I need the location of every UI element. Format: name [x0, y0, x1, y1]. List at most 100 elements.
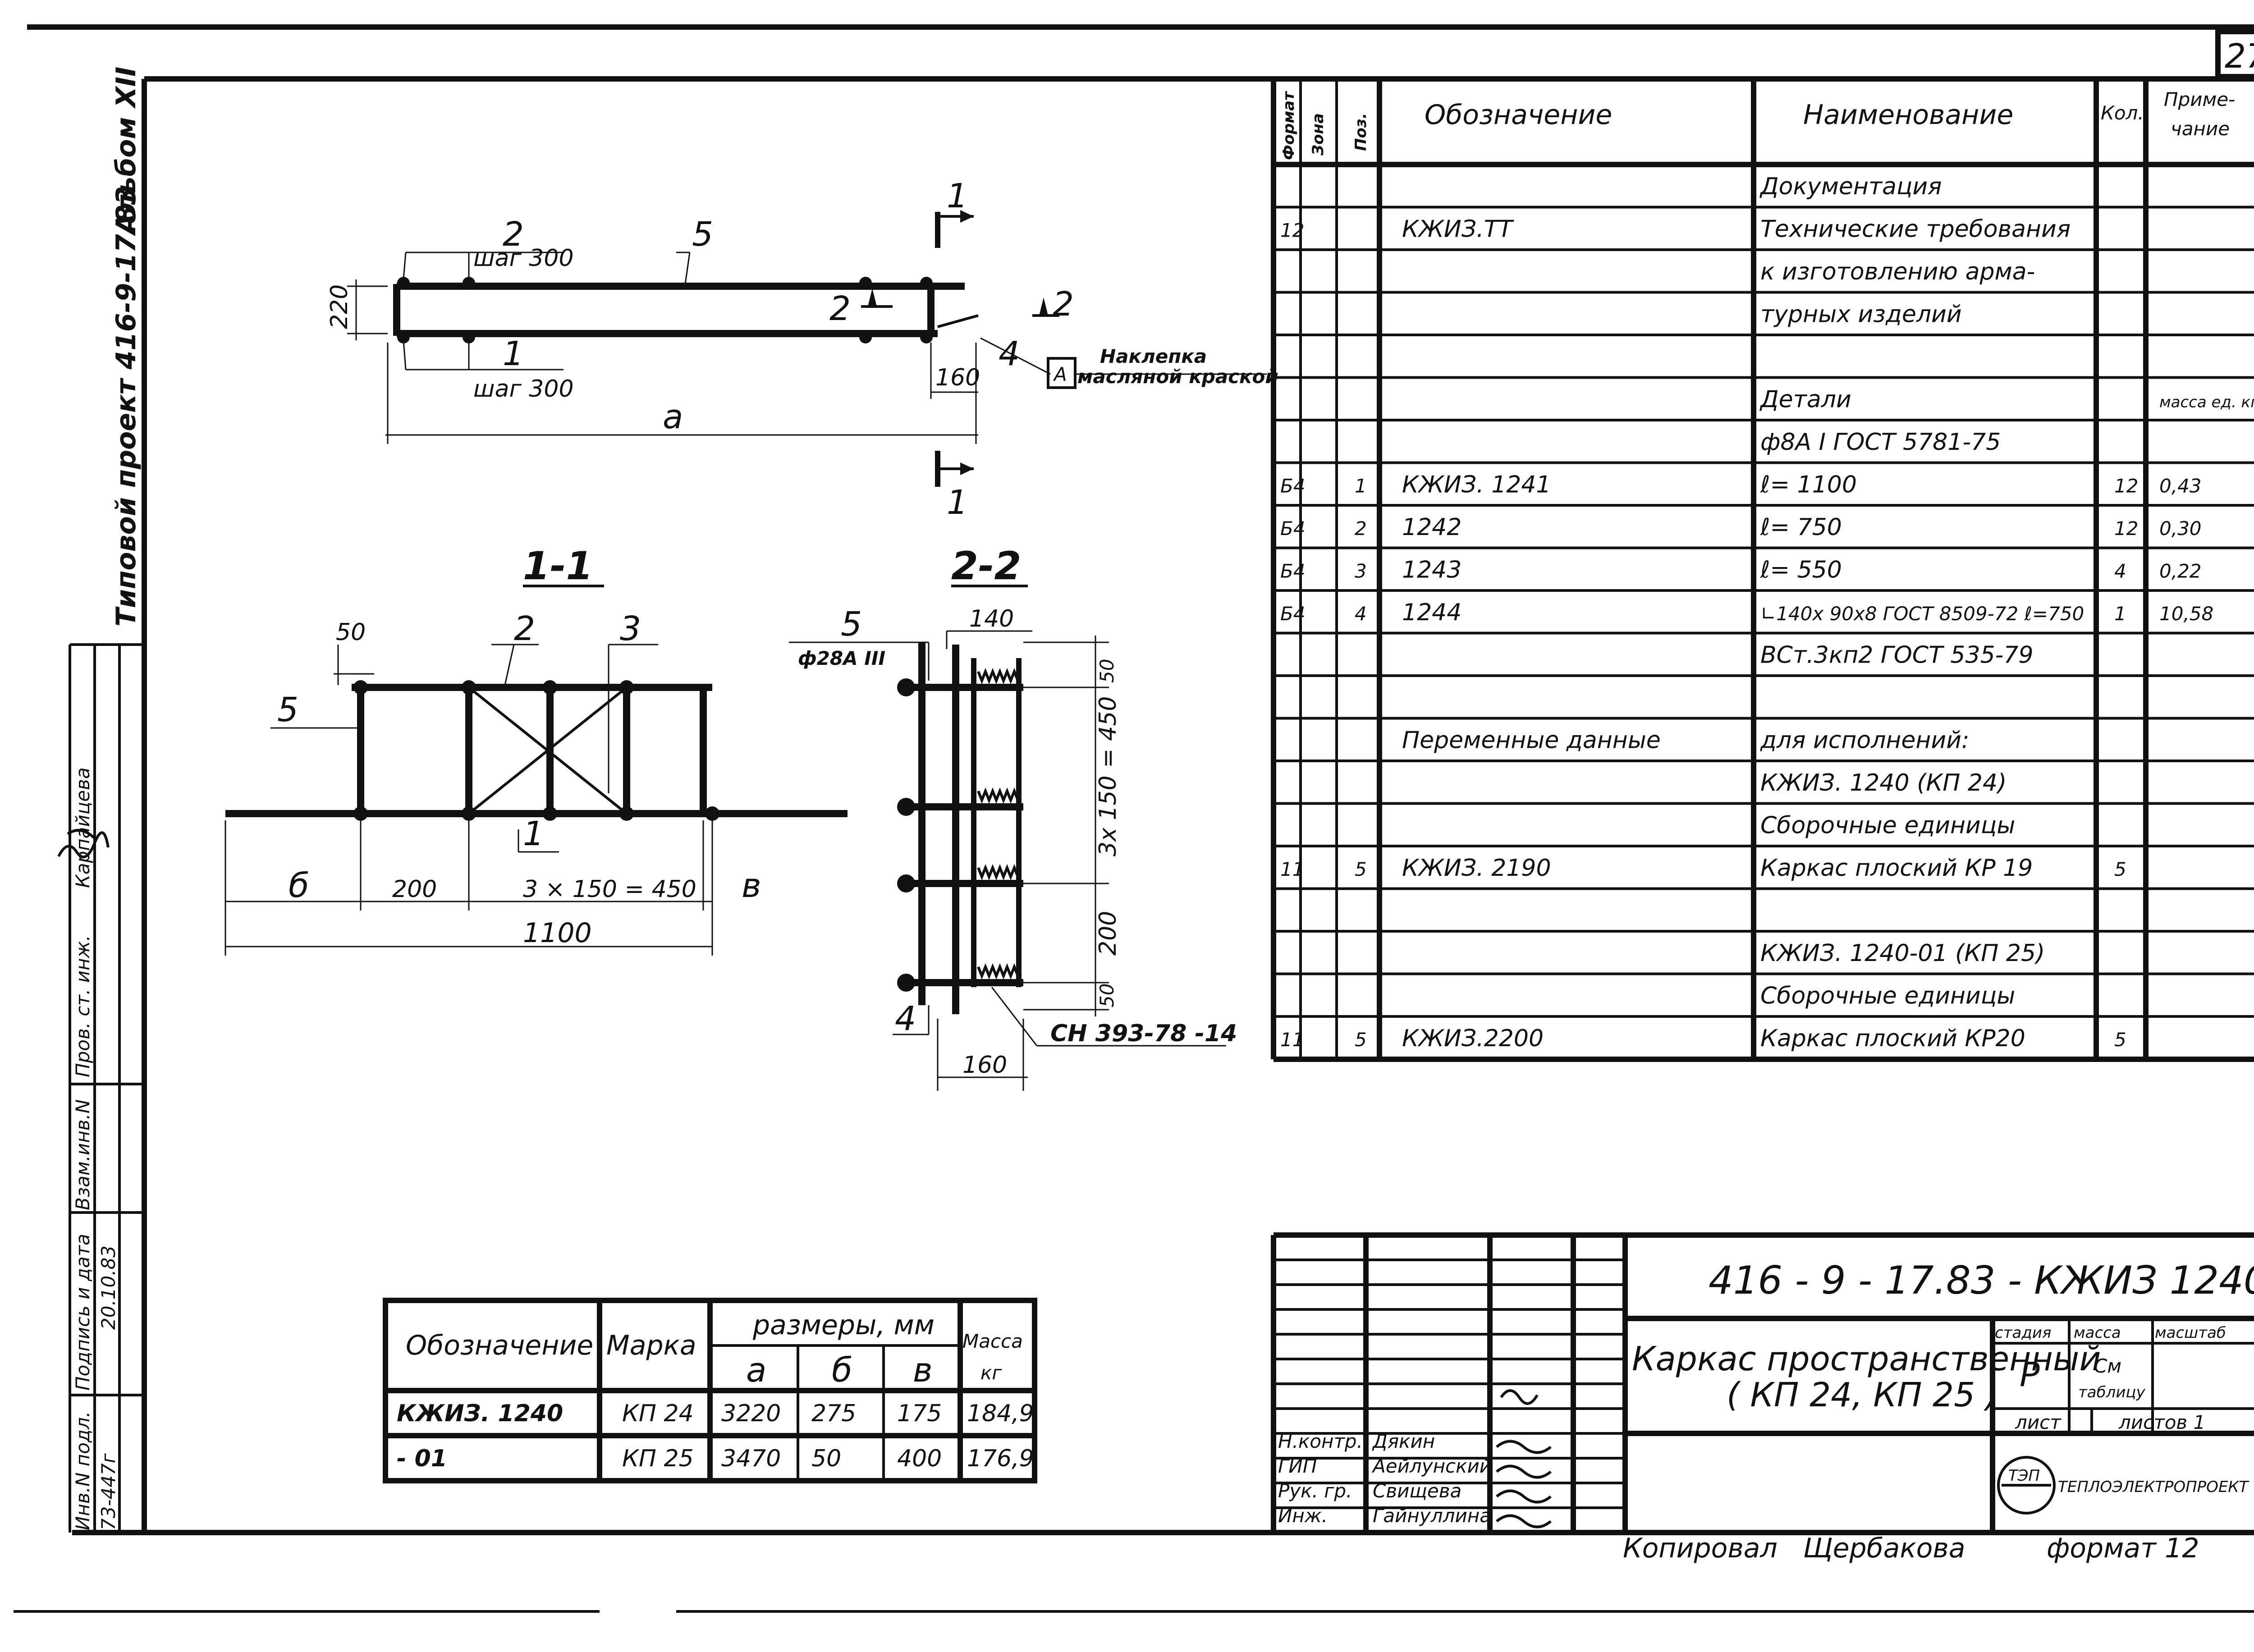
tb-stage: Р — [2020, 1355, 2040, 1394]
plan-step-top: шаг 300 — [473, 245, 574, 272]
dims-cell-mass: 184,9 — [967, 1400, 1034, 1427]
spec-cell-designation: КЖИЗ. 2190 — [1402, 855, 1551, 882]
plan-label-1: 1 — [503, 334, 524, 373]
tb-role: Н.контр. — [1278, 1430, 1363, 1452]
s11-dim-b: б — [289, 866, 309, 905]
s22-label-ref: СН 393-78 -14 — [1050, 1020, 1237, 1047]
tb-code: 416 - 9 - 17.83 - КЖИЗ 1240 — [1709, 1258, 2254, 1303]
plan-dim-160: 160 — [935, 364, 980, 391]
spec-cell-designation: 1243 — [1402, 557, 1461, 584]
spec-h-designation: Обозначение — [1425, 99, 1612, 131]
dims-cell-mark: КП 24 — [622, 1400, 694, 1427]
spec-h-pos: Поз. — [1352, 113, 1370, 151]
side-karpaitseva: Карпайцева — [72, 767, 94, 888]
tb-role-name: Гайнуллина — [1373, 1505, 1491, 1527]
plan-label-A: А — [1053, 363, 1067, 385]
tb-signatures — [1496, 1389, 1552, 1528]
dims-cell-mass: 176,9 — [967, 1445, 1034, 1472]
plan-section-mark-1b: 1 — [947, 483, 968, 522]
section-2-2-title: 2-2 — [951, 544, 1021, 589]
side-inv-podl: Инв.N подл. — [72, 1411, 94, 1530]
spec-h-name: Наименование — [1803, 99, 2013, 131]
spec-cell-pos: 5 — [1355, 1029, 1367, 1051]
plan-step-bot: шаг 300 — [473, 375, 574, 403]
section-1-1 — [224, 585, 848, 956]
spec-cell-designation: КЖИЗ.2200 — [1402, 1025, 1544, 1052]
spec-cell-pos: 2 — [1355, 517, 1367, 540]
spec-h-note-1: Приме- — [2164, 88, 2235, 110]
s22-label-4: 4 — [895, 999, 916, 1038]
dims-cell-designation: КЖИЗ. 1240 — [397, 1400, 563, 1427]
side-album: Альбом XII — [110, 67, 142, 236]
spec-cell-name: Сборочные единицы — [1760, 812, 2015, 839]
footer-copied: Копировал — [1623, 1533, 1778, 1564]
spec-cell-qty: 5 — [2114, 1029, 2126, 1051]
spec-cell-format: 11 — [1280, 1029, 1304, 1051]
dims-cell-b: 50 — [811, 1445, 841, 1472]
s11-dim-50: 50 — [336, 619, 366, 646]
dims-cell-v: 400 — [897, 1445, 942, 1472]
tb-sheets: листов 1 — [2118, 1411, 2205, 1433]
tb-role-name: Дякин — [1372, 1430, 1435, 1452]
spec-cell-name: Технические требования — [1760, 216, 2071, 243]
dims-cell-b: 275 — [811, 1400, 856, 1427]
s22-label-rod: ф28А III — [798, 647, 885, 669]
plan-dim-220: 220 — [326, 284, 353, 329]
footer-format: формат 12 — [2047, 1533, 2199, 1564]
tb-role-name: Аейлунский — [1371, 1455, 1492, 1477]
s22-dim-450: 3х 150 = 450 — [1095, 696, 1122, 856]
spec-cell-name: ф8А I ГОСТ 5781-75 — [1760, 429, 2001, 456]
spec-cell-pos: 4 — [1355, 603, 1367, 625]
s11-label-2: 2 — [514, 609, 535, 648]
spec-cell-format: Б4 — [1280, 560, 1306, 582]
s11-label-1: 1 — [523, 815, 544, 853]
side-vzam-inv: Взам.инв.N — [72, 1099, 94, 1210]
spec-cell-name: для исполнений: — [1760, 727, 1970, 754]
spec-cell-designation: КЖИЗ.ТТ — [1402, 216, 1514, 243]
spec-cell-qty: 1 — [2114, 603, 2126, 625]
spec-cell-qty: 12 — [2114, 475, 2138, 497]
spec-cell-note: масса ед. кг — [2159, 394, 2254, 412]
dims-cell-a: 3470 — [721, 1445, 781, 1472]
dims-cell-a: 3220 — [721, 1400, 781, 1427]
tb-role: ГИП — [1278, 1455, 1317, 1477]
spec-cell-note: 0,22 — [2159, 560, 2202, 582]
section-1-1-title: 1-1 — [523, 544, 593, 589]
spec-cell-note: 0,30 — [2159, 517, 2202, 540]
dims-h-sizes: размеры, мм — [752, 1309, 935, 1341]
plan-label-5: 5 — [692, 215, 713, 254]
plan-section-mark-1a: 1 — [947, 177, 968, 215]
spec-cell-format: Б4 — [1280, 603, 1306, 625]
s22-dim-140: 140 — [969, 605, 1014, 632]
dims-h-v: в — [913, 1351, 933, 1390]
dims-cell-v: 175 — [897, 1400, 942, 1427]
spec-cell-name: ℓ= 750 — [1760, 514, 1842, 541]
spec-cell-qty: 12 — [2114, 517, 2138, 540]
spec-cell-name: КЖИЗ. 1240 (КП 24) — [1760, 769, 2007, 796]
spec-cell-qty: 4 — [2114, 560, 2126, 582]
spec-cell-format: 12 — [1280, 220, 1304, 242]
spec-cell-qty: 5 — [2114, 858, 2126, 880]
tb-role-name: Свищева — [1373, 1480, 1461, 1502]
spec-row-lines — [1274, 206, 2254, 1061]
spec-cell-pos: 3 — [1355, 560, 1367, 582]
spec-cell-name: турных изделий — [1760, 301, 1962, 328]
spec-h-note-2: чание — [2171, 118, 2230, 140]
s11-dim-1100: 1100 — [523, 917, 592, 949]
s11-dim-v: в — [742, 866, 761, 905]
spec-cell-name: ∟140х 90х8 ГОСТ 8509-72 ℓ=750 — [1760, 603, 2084, 625]
spec-cell-name: ℓ= 1100 — [1760, 471, 1857, 499]
tb-sheet: лист — [2015, 1411, 2062, 1433]
plan-section-mark-2a: 2 — [829, 289, 851, 328]
s11-label-3: 3 — [620, 609, 641, 648]
section-2-2 — [789, 585, 1226, 1091]
spec-cell-pos: 5 — [1355, 858, 1367, 880]
title-block — [1271, 1232, 2254, 1533]
side-prov-label: Пров. ст. инж. — [72, 935, 94, 1077]
spec-cell-format: Б4 — [1280, 475, 1306, 497]
dims-h-mass-2: кг — [980, 1362, 1002, 1384]
